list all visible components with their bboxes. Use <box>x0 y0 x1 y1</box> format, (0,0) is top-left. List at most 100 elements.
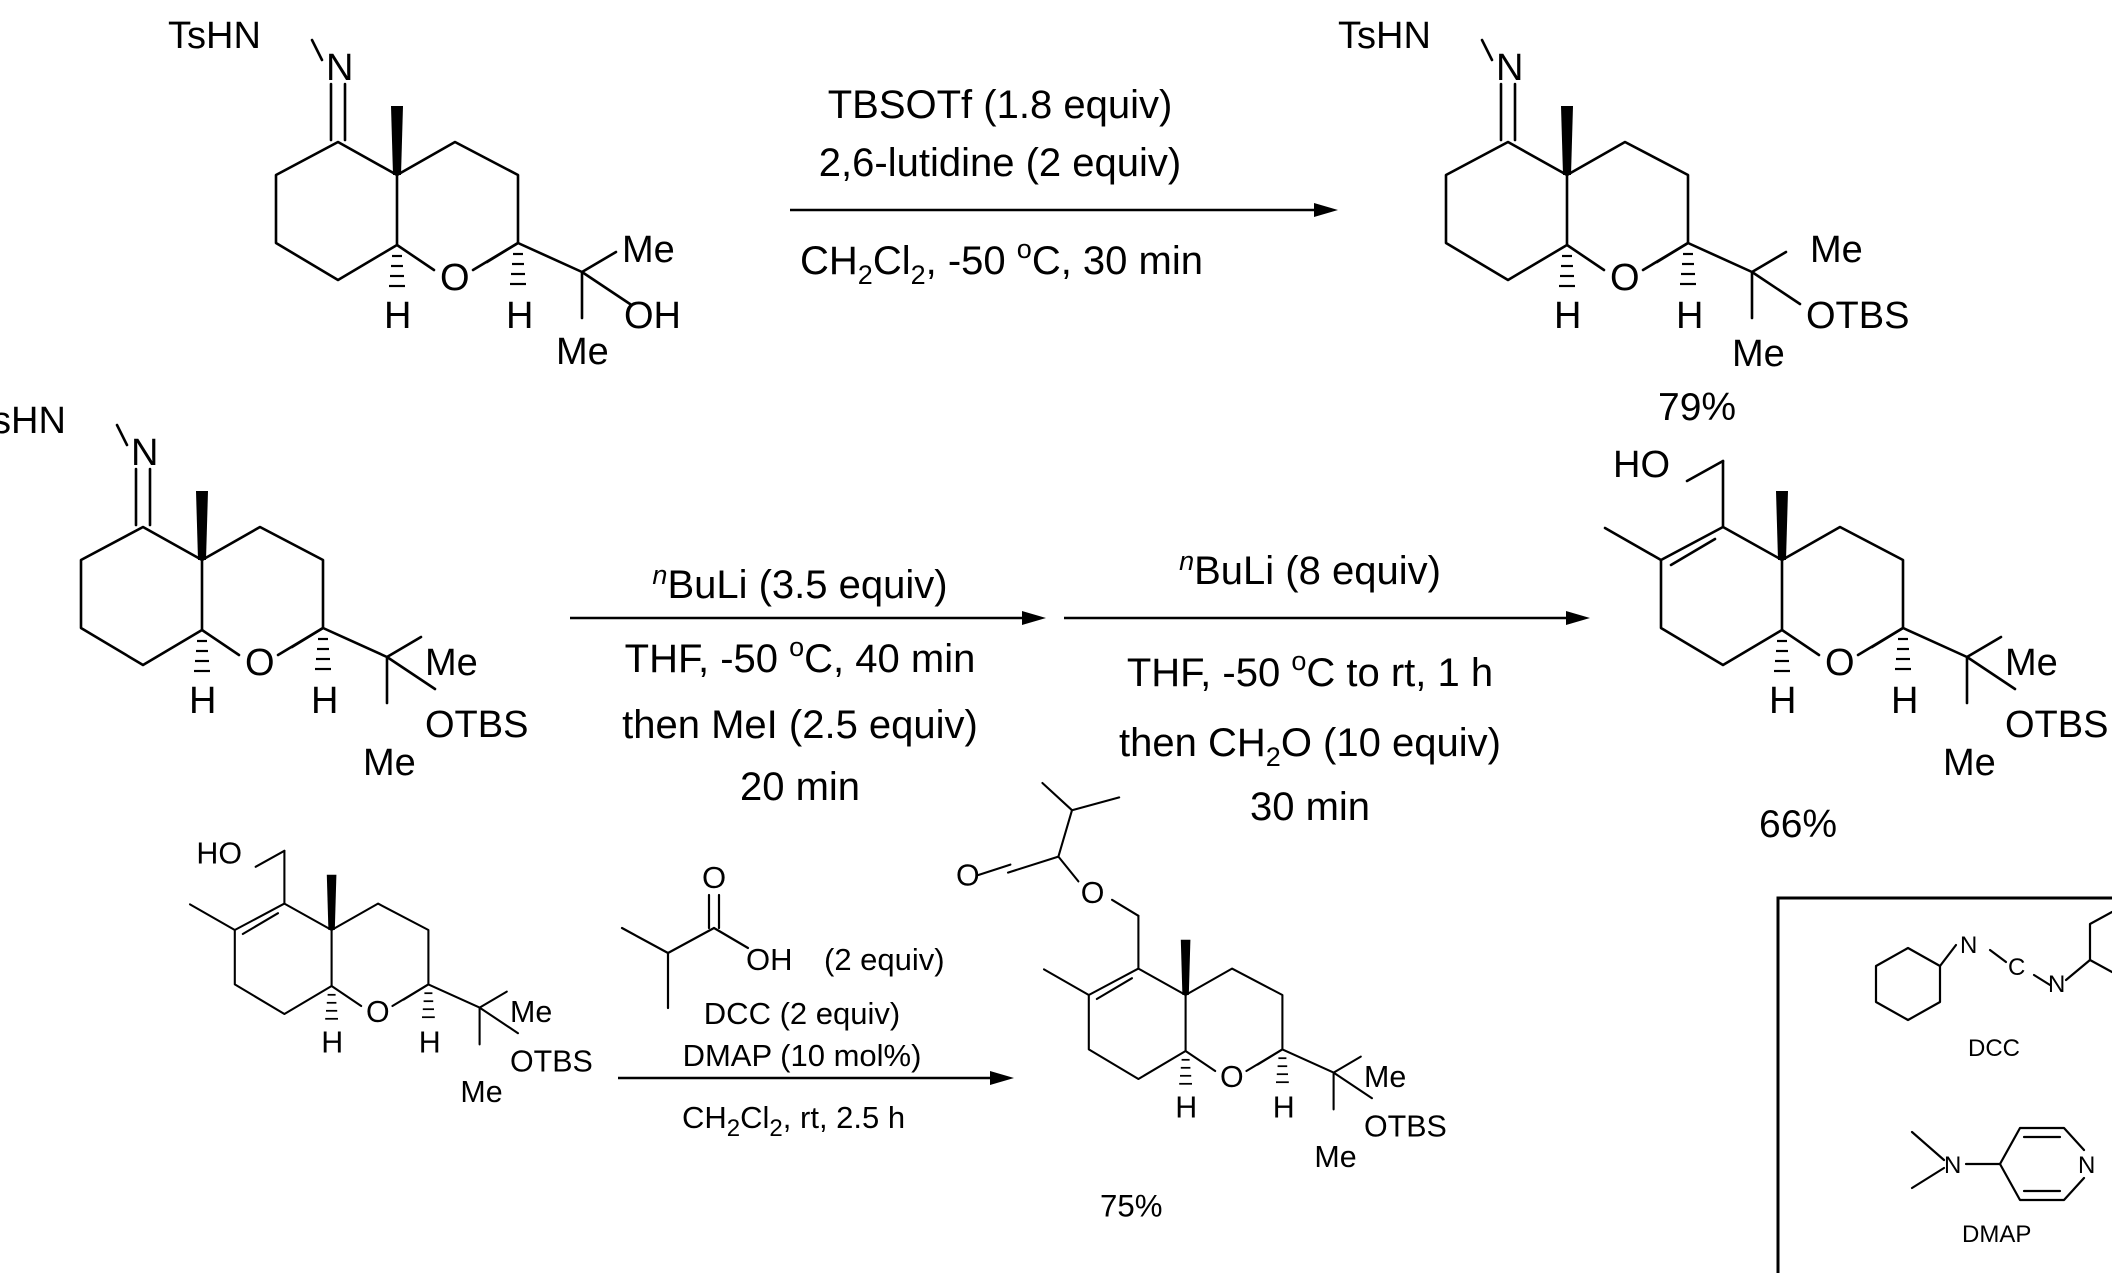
methyl-label: Me <box>556 331 609 373</box>
dmap-amine-nitrogen-label: N <box>1944 1152 1961 1179</box>
methyl-label: Me <box>460 1075 502 1109</box>
conditions-thf-temp: THF, -50 oC, 40 min <box>625 632 976 681</box>
h-label: H <box>1554 295 1581 337</box>
reaction-3: nBuLi (8 equiv) THF, -50 oC to rt, 1 h t… <box>1064 546 1590 829</box>
ester-carbonyl-oxygen-label: O <box>956 858 980 892</box>
hydroxymethyl-label: HO <box>1613 444 1670 486</box>
ring-oxygen-label: O <box>1825 642 1855 684</box>
dcc-structure <box>1874 910 2112 1022</box>
ring-oxygen-label: O <box>1220 1060 1244 1094</box>
h-label: H <box>1175 1090 1197 1124</box>
methyl-label: Me <box>425 642 478 684</box>
reaction-1: TBSOTf (1.8 equiv) 2,6-lutidine (2 equiv… <box>790 83 1338 290</box>
h-label: H <box>506 295 533 337</box>
otbs-label: OTBS <box>425 704 528 746</box>
methyl-wedge <box>1180 939 1191 995</box>
methyl-wedge <box>326 874 337 930</box>
dmap-structure <box>1910 1126 2086 1202</box>
acid-equiv-label: (2 equiv) <box>824 942 945 977</box>
methyl-label: Me <box>1943 742 1996 784</box>
otbs-label: OTBS <box>510 1045 593 1079</box>
reagent-formaldehyde: then CH2O (10 equiv) <box>1119 721 1501 772</box>
compound-allylic-alcohol: HO O H H Me OTBS Me 66% <box>1603 444 2108 846</box>
reagent-dmap: DMAP (10 mol%) <box>683 1038 922 1073</box>
reagent-nbuli: nBuLi (3.5 equiv) <box>652 560 947 607</box>
bicyclic-skeleton <box>1603 459 2017 705</box>
bicyclic-skeleton <box>188 849 520 1046</box>
conditions-solvent: CH2Cl2, rt, 2.5 h <box>682 1100 905 1142</box>
otbs-label: OTBS <box>1364 1110 1447 1144</box>
h-label: H <box>311 680 338 722</box>
methyl-wedge <box>196 491 208 560</box>
h-label: H <box>321 1025 343 1059</box>
hydroxyl-label: OH <box>624 295 681 337</box>
methyl-label: Me <box>510 995 552 1029</box>
reagent-nbuli: nBuLi (8 equiv) <box>1179 546 1441 593</box>
dcc-name-label: DCC <box>1968 1035 2020 1062</box>
conditions-time: 20 min <box>740 765 860 809</box>
otbs-label: OTBS <box>2005 704 2108 746</box>
dmap-pyridine-nitrogen-label: N <box>2078 1152 2095 1179</box>
otbs-label: OTBS <box>1806 295 1909 337</box>
h-label: H <box>189 680 216 722</box>
dmap-name-label: DMAP <box>1962 1221 2031 1248</box>
compound-hydrazone-tbs-ether: TsHN N O H H Me OTBS Me 79% <box>1338 15 1909 429</box>
yield-label: 79% <box>1658 386 1736 429</box>
nitrogen-label: N <box>326 47 353 89</box>
ring-oxygen-label: O <box>440 257 470 299</box>
reagent-lutidine: 2,6-lutidine (2 equiv) <box>819 141 1181 185</box>
stereo-hash-bonds <box>1179 1057 1289 1085</box>
methyl-label: Me <box>1314 1140 1356 1174</box>
ring-oxygen-label: O <box>1610 257 1640 299</box>
dcc-nitrogen-label: N <box>1960 932 1977 959</box>
ring-oxygen-label: O <box>245 642 275 684</box>
nitrogen-label: N <box>131 432 158 474</box>
h-label: H <box>419 1025 441 1059</box>
conditions-thf-temp: THF, -50 oC to rt, 1 h <box>1127 646 1493 695</box>
stereo-hash-bonds <box>389 252 526 288</box>
methyl-wedge <box>1561 106 1573 175</box>
stereo-hash-bonds <box>325 992 435 1020</box>
reaction-2: nBuLi (3.5 equiv) THF, -50 oC, 40 min th… <box>570 560 1046 809</box>
methyl-label: Me <box>1732 333 1785 375</box>
stereo-hash-bonds <box>1774 637 1911 673</box>
reagent-dcc: DCC (2 equiv) <box>704 996 900 1031</box>
bicyclic-skeleton <box>1444 38 1802 320</box>
reaction-4: O OH (2 equiv) DCC (2 equiv) DMAP (10 mo… <box>618 860 1014 1142</box>
compound-isobutyrate-ester: O O O H H Me OTBS Me 75% <box>956 781 1447 1224</box>
carbonyl-oxygen-label: O <box>702 860 726 895</box>
methyl-label: Me <box>1364 1060 1406 1094</box>
tshn-label: TsHN <box>0 400 66 442</box>
methyl-wedge <box>1776 491 1788 560</box>
tshn-label: TsHN <box>1338 15 1431 57</box>
methyl-label: Me <box>1810 229 1863 271</box>
h-label: H <box>1769 680 1796 722</box>
isobutyric-acid-structure <box>620 893 750 1010</box>
compound-allylic-alcohol-start: HO O H H Me OTBS Me <box>188 837 593 1109</box>
compound-hydrazone-tbs-ether-2: TsHN N O H H Me OTBS Me <box>0 400 528 784</box>
methyl-wedge <box>391 106 403 175</box>
methyl-label: Me <box>2005 642 2058 684</box>
reagent-mei: then MeI (2.5 equiv) <box>622 703 978 747</box>
yield-label: 66% <box>1759 803 1837 846</box>
compound-hydrazone-alcohol: TsHN N O H H Me OH Me <box>168 15 681 373</box>
tshn-label: TsHN <box>168 15 261 57</box>
stereo-hash-bonds <box>1559 252 1696 288</box>
dcc-carbon-label: C <box>2008 954 2025 981</box>
bicyclic-skeleton <box>977 781 1374 1111</box>
h-label: H <box>1891 680 1918 722</box>
reagent-tbsotf: TBSOTf (1.8 equiv) <box>828 83 1173 127</box>
dcc-nitrogen-label: N <box>2048 971 2065 998</box>
yield-label: 75% <box>1100 1189 1162 1224</box>
hydroxymethyl-label: HO <box>196 837 242 871</box>
conditions-solvent-temp: CH2Cl2, -50 oC, 30 min <box>800 234 1203 290</box>
acid-hydroxyl-label: OH <box>746 942 793 977</box>
methyl-label: Me <box>622 229 675 271</box>
ester-oxygen-label: O <box>1081 876 1105 910</box>
methyl-label: Me <box>363 742 416 784</box>
nitrogen-label: N <box>1496 47 1523 89</box>
ring-oxygen-label: O <box>366 995 390 1029</box>
h-label: H <box>1676 295 1703 337</box>
conditions-time: 30 min <box>1250 785 1370 829</box>
